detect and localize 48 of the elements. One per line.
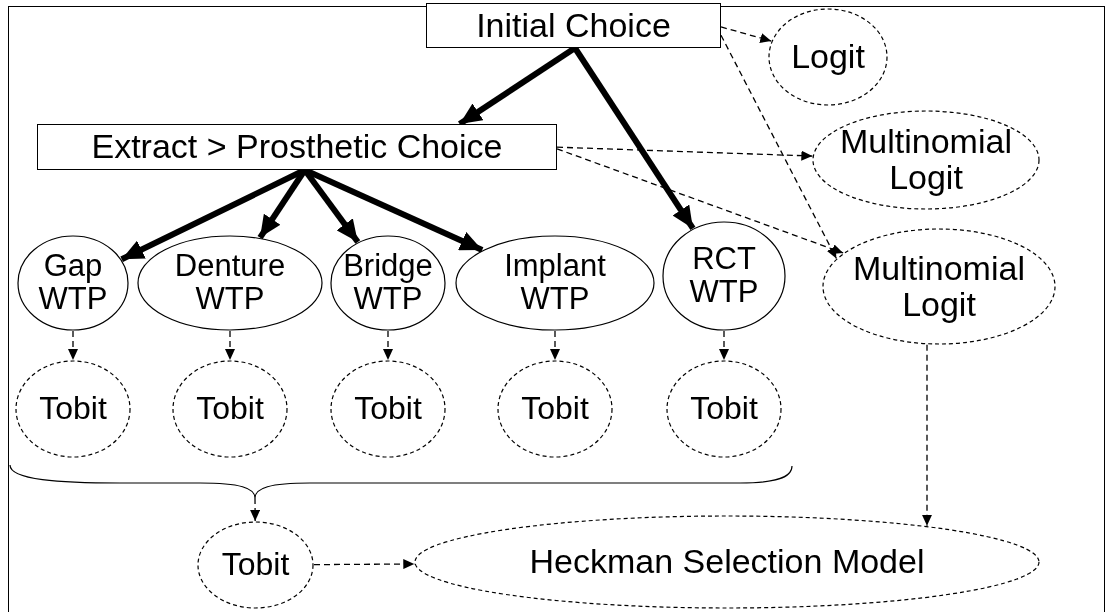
arrow xyxy=(572,46,696,231)
model-ellipse xyxy=(822,228,1056,345)
option-ellipse xyxy=(137,235,323,331)
model-ellipse xyxy=(666,360,782,458)
arrow xyxy=(383,330,393,361)
model-ellipse xyxy=(414,515,1040,609)
arrow xyxy=(556,146,813,161)
node-label: Extract > Prosthetic Choice xyxy=(91,129,503,165)
arrow xyxy=(550,330,560,361)
node-label: Multinomial Logit xyxy=(852,250,1026,323)
node-label: Multinomial Logit xyxy=(839,124,1013,196)
node-label: Gap WTP xyxy=(37,250,109,316)
node-label: Bridge WTP xyxy=(342,250,434,316)
node-label: Tobit xyxy=(196,392,264,426)
node-label: Tobit xyxy=(354,392,422,426)
arrow xyxy=(720,34,837,260)
curly-brace xyxy=(8,464,794,498)
node-label: Logit xyxy=(791,39,865,75)
node-label: Implant WTP xyxy=(503,250,607,316)
node-label: Initial Choice xyxy=(476,7,671,44)
model-ellipse xyxy=(768,8,888,106)
node-label: Heckman Selection Model xyxy=(529,544,925,580)
arrow xyxy=(720,26,772,43)
option-ellipse xyxy=(455,235,655,331)
choice-box xyxy=(426,3,721,48)
node-label: Tobit xyxy=(39,392,107,426)
model-ellipse xyxy=(197,521,314,609)
arrow xyxy=(313,559,415,570)
arrow xyxy=(556,148,844,254)
node-label: RCT WTP xyxy=(688,243,760,309)
option-ellipse xyxy=(662,221,786,331)
arrow xyxy=(250,497,261,522)
node-label: Tobit xyxy=(221,548,290,582)
model-ellipse xyxy=(15,360,131,458)
node-label: Denture WTP xyxy=(173,250,287,316)
arrow xyxy=(719,330,729,361)
arrow xyxy=(922,344,932,527)
option-ellipse xyxy=(330,235,446,331)
model-ellipse xyxy=(172,360,288,458)
model-ellipse xyxy=(330,360,446,458)
model-ellipse xyxy=(497,360,613,458)
model-ellipse xyxy=(812,110,1040,210)
node-label: Tobit xyxy=(690,392,758,426)
choice-box xyxy=(37,124,557,170)
arrow xyxy=(225,330,235,361)
option-ellipse xyxy=(17,235,129,331)
arrow xyxy=(68,330,78,361)
node-label: Tobit xyxy=(521,392,589,426)
